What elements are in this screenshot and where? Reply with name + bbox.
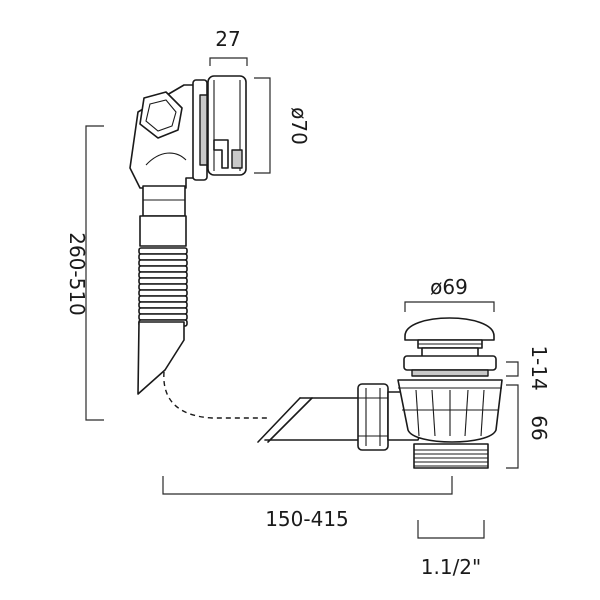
threaded-tail	[413, 443, 489, 469]
dimension-lines	[85, 57, 519, 539]
overflow-cable-clip	[213, 139, 229, 169]
plug-cap	[404, 317, 495, 341]
cage-ribs	[402, 389, 498, 437]
hidden-pipe-path	[163, 371, 268, 419]
cage-rib	[431, 389, 436, 437]
dim-thread-size: 1.1/2"	[421, 555, 481, 579]
hose-rib	[138, 307, 188, 315]
hose-rib	[138, 247, 188, 255]
compression-nut	[357, 383, 389, 451]
hose-rib	[138, 259, 188, 267]
overflow-assembly	[129, 75, 247, 189]
waste-flange	[403, 355, 497, 371]
cage-rib	[464, 389, 469, 437]
dimension-labels: 27 ø70 260-510 ø69 1-14 66 150-415 1.1/2…	[65, 27, 551, 579]
hose-rib	[138, 289, 188, 297]
hose-rib	[138, 283, 188, 291]
hose-rib	[138, 265, 188, 273]
hose-rib	[138, 301, 188, 309]
hose-lower-tube	[137, 321, 185, 395]
dim-plug-lift: 1-14	[527, 345, 551, 390]
hose-rib	[138, 253, 188, 261]
dim-waste-diameter: ø69	[430, 275, 468, 299]
hose-connector	[142, 185, 186, 217]
dim-vertical-range: 260-510	[65, 232, 89, 316]
hose-rib	[138, 277, 188, 285]
dim-horizontal-range: 150-415	[265, 507, 349, 531]
dim-overflow-offset: 27	[215, 27, 240, 51]
cage-rib	[415, 389, 420, 437]
thread-lines	[414, 449, 488, 467]
dim-overflow-diameter: ø70	[287, 107, 311, 145]
hose-rib	[138, 295, 188, 303]
hose-rib	[138, 271, 188, 279]
flexible-hose	[137, 185, 188, 395]
horizontal-pipe	[257, 397, 361, 443]
hose-rib	[138, 313, 188, 321]
dim-waste-height: 66	[527, 415, 551, 440]
hose-ribs	[138, 247, 188, 327]
cage-rib	[480, 389, 485, 437]
waste-assembly	[357, 317, 503, 469]
